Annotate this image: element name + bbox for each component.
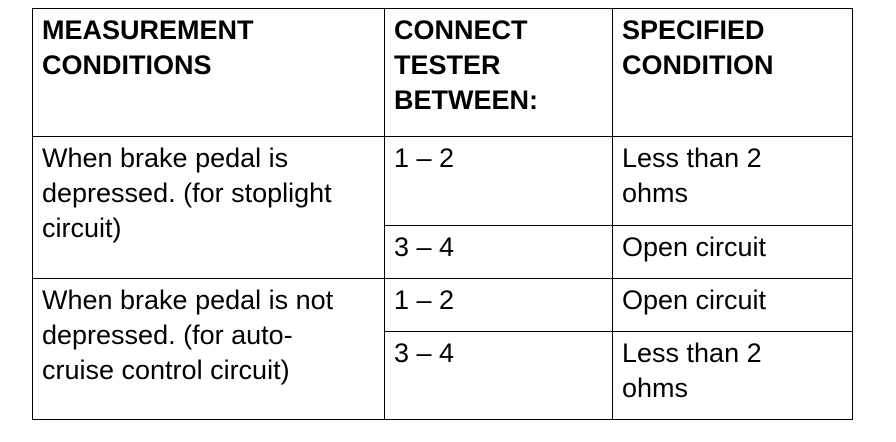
table-row: 3 – 4 Open circuit [33, 225, 853, 279]
header-connect-tester-between: CONNECT TESTER BETWEEN: [384, 8, 613, 137]
table-row: 3 – 4 Less than 2 ohms [33, 331, 853, 420]
terminals-cell: 3 – 4 [384, 331, 613, 420]
specified-cell: Open circuit [612, 278, 853, 332]
specified-cell: Open circuit [612, 225, 853, 279]
specified-cell: Less than 2 ohms [612, 136, 853, 226]
table-row: When brake pedal is depressed. (for stop… [32, 136, 853, 279]
table-row: When brake pedal is not depressed. (for … [32, 278, 853, 420]
header-measurement-conditions: MEASUREMENT CONDITIONS [32, 8, 385, 137]
specification-table: MEASUREMENT CONDITIONS CONNECT TESTER BE… [32, 8, 853, 420]
header-specified-condition: SPECIFIED CONDITION [612, 8, 853, 137]
condition-cell-depressed: When brake pedal is depressed. (for stop… [32, 136, 385, 279]
condition-cell-not-depressed: When brake pedal is not depressed. (for … [32, 278, 385, 420]
header-row: MEASUREMENT CONDITIONS CONNECT TESTER BE… [32, 8, 853, 137]
terminals-cell: 1 – 2 [384, 278, 613, 332]
terminals-cell: 3 – 4 [384, 225, 613, 279]
terminals-cell: 1 – 2 [384, 136, 613, 226]
specified-cell: Less than 2 ohms [612, 331, 853, 420]
